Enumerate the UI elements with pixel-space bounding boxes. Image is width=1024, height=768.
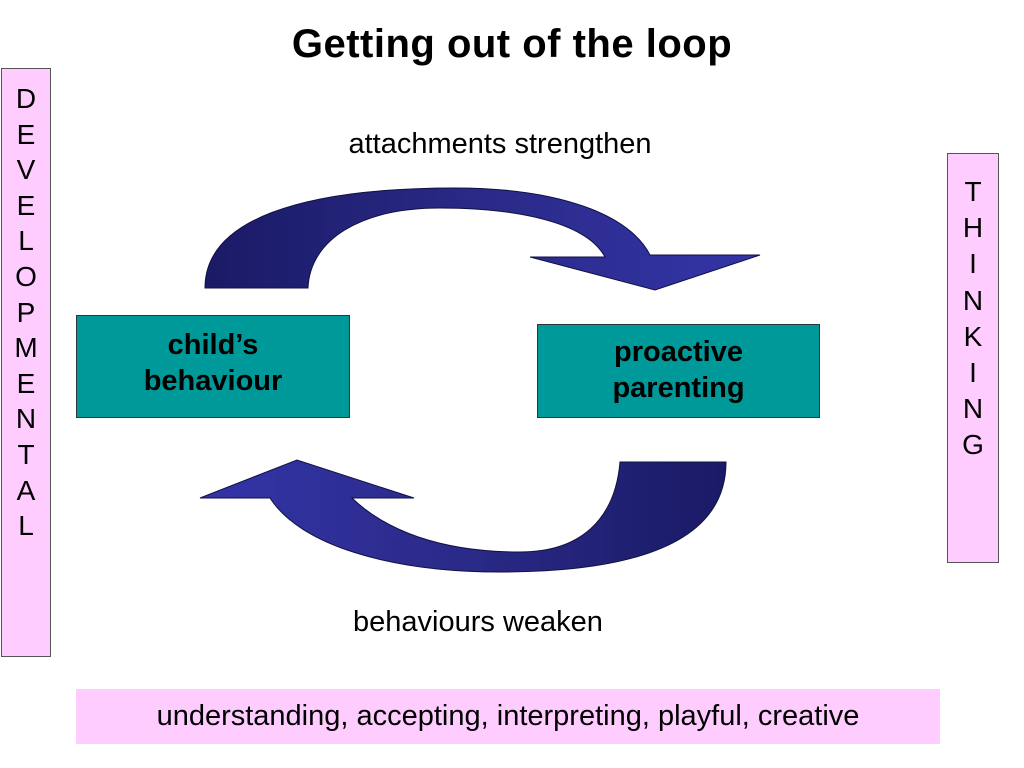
- right-letter: H: [962, 212, 984, 244]
- left-letter: P: [16, 296, 36, 328]
- right-letter: K: [963, 320, 983, 352]
- top-caption: attachments strengthen: [348, 128, 652, 160]
- left-letter: E: [16, 118, 36, 150]
- left-letter: D: [15, 83, 37, 114]
- left-letter: N: [15, 403, 37, 435]
- left-letter: A: [16, 474, 36, 506]
- bottom-curved-arrow: [199, 459, 727, 573]
- right-letter: N: [962, 393, 984, 425]
- qualities-strip-text: understanding, accepting, interpreting, …: [156, 700, 860, 732]
- left-letter: O: [15, 260, 37, 292]
- child-behaviour-box: child’s behaviour: [76, 315, 350, 418]
- right-letter: I: [969, 248, 977, 280]
- right-letter: N: [962, 284, 984, 316]
- left-letter: E: [16, 189, 36, 221]
- right-letter: T: [964, 176, 982, 207]
- qualities-strip: understanding, accepting, interpreting, …: [76, 689, 940, 744]
- left-letter: V: [16, 154, 36, 186]
- left-letter: T: [17, 438, 35, 470]
- left-letter: L: [18, 510, 34, 542]
- left-letter: L: [18, 225, 34, 257]
- bottom-caption: behaviours weaken: [353, 606, 603, 638]
- proactive-parenting-label: proactive parenting: [612, 336, 745, 404]
- child-behaviour-label: child’s behaviour: [143, 328, 283, 397]
- left-letter: E: [16, 367, 36, 399]
- page-title: Getting out of the loop: [291, 22, 733, 66]
- top-curved-arrow: [204, 187, 761, 291]
- left-letter: M: [14, 332, 38, 364]
- proactive-parenting-box: proactive parenting: [537, 324, 820, 418]
- right-letter: I: [969, 357, 977, 389]
- right-letter: G: [962, 429, 984, 461]
